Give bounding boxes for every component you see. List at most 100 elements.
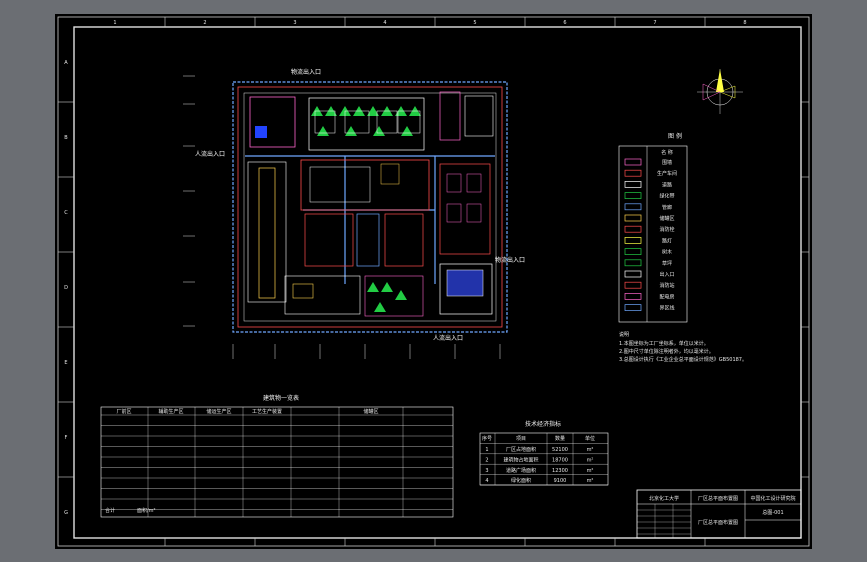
building-table-area-label: 面积/m² — [137, 507, 156, 514]
left-storage-row — [258, 167, 276, 299]
tank-2 — [466, 173, 482, 193]
office-block — [249, 96, 296, 148]
road-inner — [243, 92, 497, 322]
building-table-group: 储运生产区 — [206, 408, 231, 415]
grid-coordinate-ticks — [183, 75, 501, 359]
legend-item: 配电房 — [659, 293, 674, 300]
building-a — [314, 110, 336, 134]
note-line: 3.总图设计执行《工业企业总平面设计规范》GB50187。 — [619, 356, 747, 363]
econ-table-cell: m² — [587, 468, 594, 474]
zone-ticks — [58, 17, 809, 546]
zone-letter: D — [64, 285, 68, 291]
note-line: 1.本图坐标为工厂坐标系，单位以米计。 — [619, 340, 709, 347]
title-block-company: 中国化工设计研究院 — [750, 495, 795, 502]
legend-item: 道路 — [662, 181, 672, 188]
outer-border — [57, 16, 810, 547]
legend-symbol — [624, 293, 642, 300]
warehouse-3 — [384, 213, 424, 267]
econ-table-cell: 52100 — [552, 447, 568, 453]
legend: 图 例 名 称 围墙生产车间道路绿化带管廊储罐区消防栓路灯树木草坪出入口消防站配… — [618, 132, 688, 323]
econ-table-cell: 厂区占地面积 — [506, 446, 536, 453]
bottom-small-building — [292, 283, 314, 299]
building-table-title: 建筑物一览表 — [263, 394, 299, 402]
control-room — [380, 163, 400, 185]
legend-item: 储罐区 — [659, 215, 674, 222]
road-label-east: 物流出入口 — [495, 256, 525, 264]
road-label-south: 人流出入口 — [433, 334, 463, 342]
econ-table-header: 项目 — [516, 436, 526, 442]
building-b — [344, 110, 370, 134]
legend-item: 绿化带 — [659, 193, 674, 200]
substation — [446, 269, 484, 297]
green-zone-top — [308, 97, 425, 151]
legend-item: 路灯 — [662, 237, 672, 244]
north-arrow — [697, 69, 743, 114]
zone-number: 2 — [203, 20, 206, 26]
legend-symbol — [624, 304, 642, 311]
econ-table-cell: 建筑物占地面积 — [503, 456, 538, 463]
title-block-org: 北京化工大学 — [649, 495, 679, 502]
notes-lines: 1.本图坐标为工厂坐标系，单位以米计。2.图中尺寸单位除注明者外，均以毫米计。3… — [619, 340, 747, 363]
tree-clusters — [311, 106, 421, 312]
office-parking — [255, 126, 267, 138]
legend-title: 图 例 — [668, 132, 682, 140]
legend-item: 消防栓 — [659, 226, 674, 233]
site-plan: 物流出入口 人流出入口 物流出入口 人流出入口 — [195, 68, 525, 342]
zone-number: 5 — [473, 20, 476, 26]
legend-symbol — [624, 203, 642, 211]
econ-table-cell: m² — [587, 478, 594, 484]
econ-table-cell: 1 — [485, 447, 488, 453]
econ-table-cell: 9100 — [554, 478, 567, 484]
title-block-drawing-no: 总图-001 — [762, 509, 783, 516]
notes: 说明 1.本图坐标为工厂坐标系，单位以米计。2.图中尺寸单位除注明者外，均以毫米… — [619, 331, 747, 363]
building-table: 建筑物一览表 厂前区辅助生产区储运生产区工艺生产装置储罐区 合计 面积/m² — [100, 394, 454, 518]
title-block: 北京化工大学 厂区总平面布置图 中国化工设计研究院 厂区总平面布置图 总图-00… — [636, 489, 802, 539]
econ-table-title: 技术经济指标 — [525, 420, 561, 428]
econ-table-cell: m² — [587, 447, 594, 453]
legend-symbol — [624, 169, 642, 177]
building-table-group: 辅助生产区 — [158, 408, 183, 415]
road-label-north: 物流出入口 — [291, 68, 321, 76]
legend-symbol — [624, 158, 642, 166]
zone-letter: A — [64, 60, 68, 66]
zone-number: 3 — [293, 20, 296, 26]
econ-table-header: 单位 — [585, 435, 595, 442]
econ-table-cell: 12300 — [552, 468, 568, 474]
econ-table-header: 序号 — [482, 435, 492, 442]
road-label-west: 人流出入口 — [195, 150, 225, 158]
building-d — [397, 110, 421, 134]
zone-letter: B — [64, 135, 68, 141]
bottom-green-block — [364, 275, 424, 317]
warehouse-2 — [356, 213, 380, 267]
legend-item: 围墙 — [662, 159, 672, 166]
building-table-group: 厂前区 — [116, 408, 131, 415]
legend-item: 树木 — [662, 249, 672, 256]
econ-table-cell: 4 — [485, 478, 488, 484]
zone-number: 6 — [563, 20, 566, 26]
econ-table-cell: 道路广场面积 — [506, 467, 536, 474]
notes-title: 说明 — [619, 331, 629, 338]
econ-table-header: 数量 — [555, 435, 565, 442]
legend-symbol — [624, 225, 642, 233]
legend-symbol — [624, 259, 642, 267]
pipe-rack — [245, 155, 495, 284]
building-table-total: 合计 — [105, 507, 115, 514]
legend-symbol — [624, 281, 642, 289]
legend-symbol — [624, 248, 642, 255]
production-core — [309, 166, 371, 203]
econ-table-cell: 绿化面积 — [511, 477, 531, 484]
legend-item: 管廊 — [662, 204, 672, 211]
zone-letter: C — [64, 210, 68, 216]
tank-3 — [446, 203, 462, 223]
bottom-left-block — [284, 275, 361, 315]
zone-number: 1 — [113, 20, 116, 26]
building-table-group: 储罐区 — [363, 408, 378, 415]
econ-table-cell: m² — [587, 457, 594, 463]
road-outer — [237, 86, 503, 328]
tank-1 — [446, 173, 462, 193]
zone-number: 8 — [743, 20, 746, 26]
legend-item: 生产车间 — [657, 170, 677, 177]
